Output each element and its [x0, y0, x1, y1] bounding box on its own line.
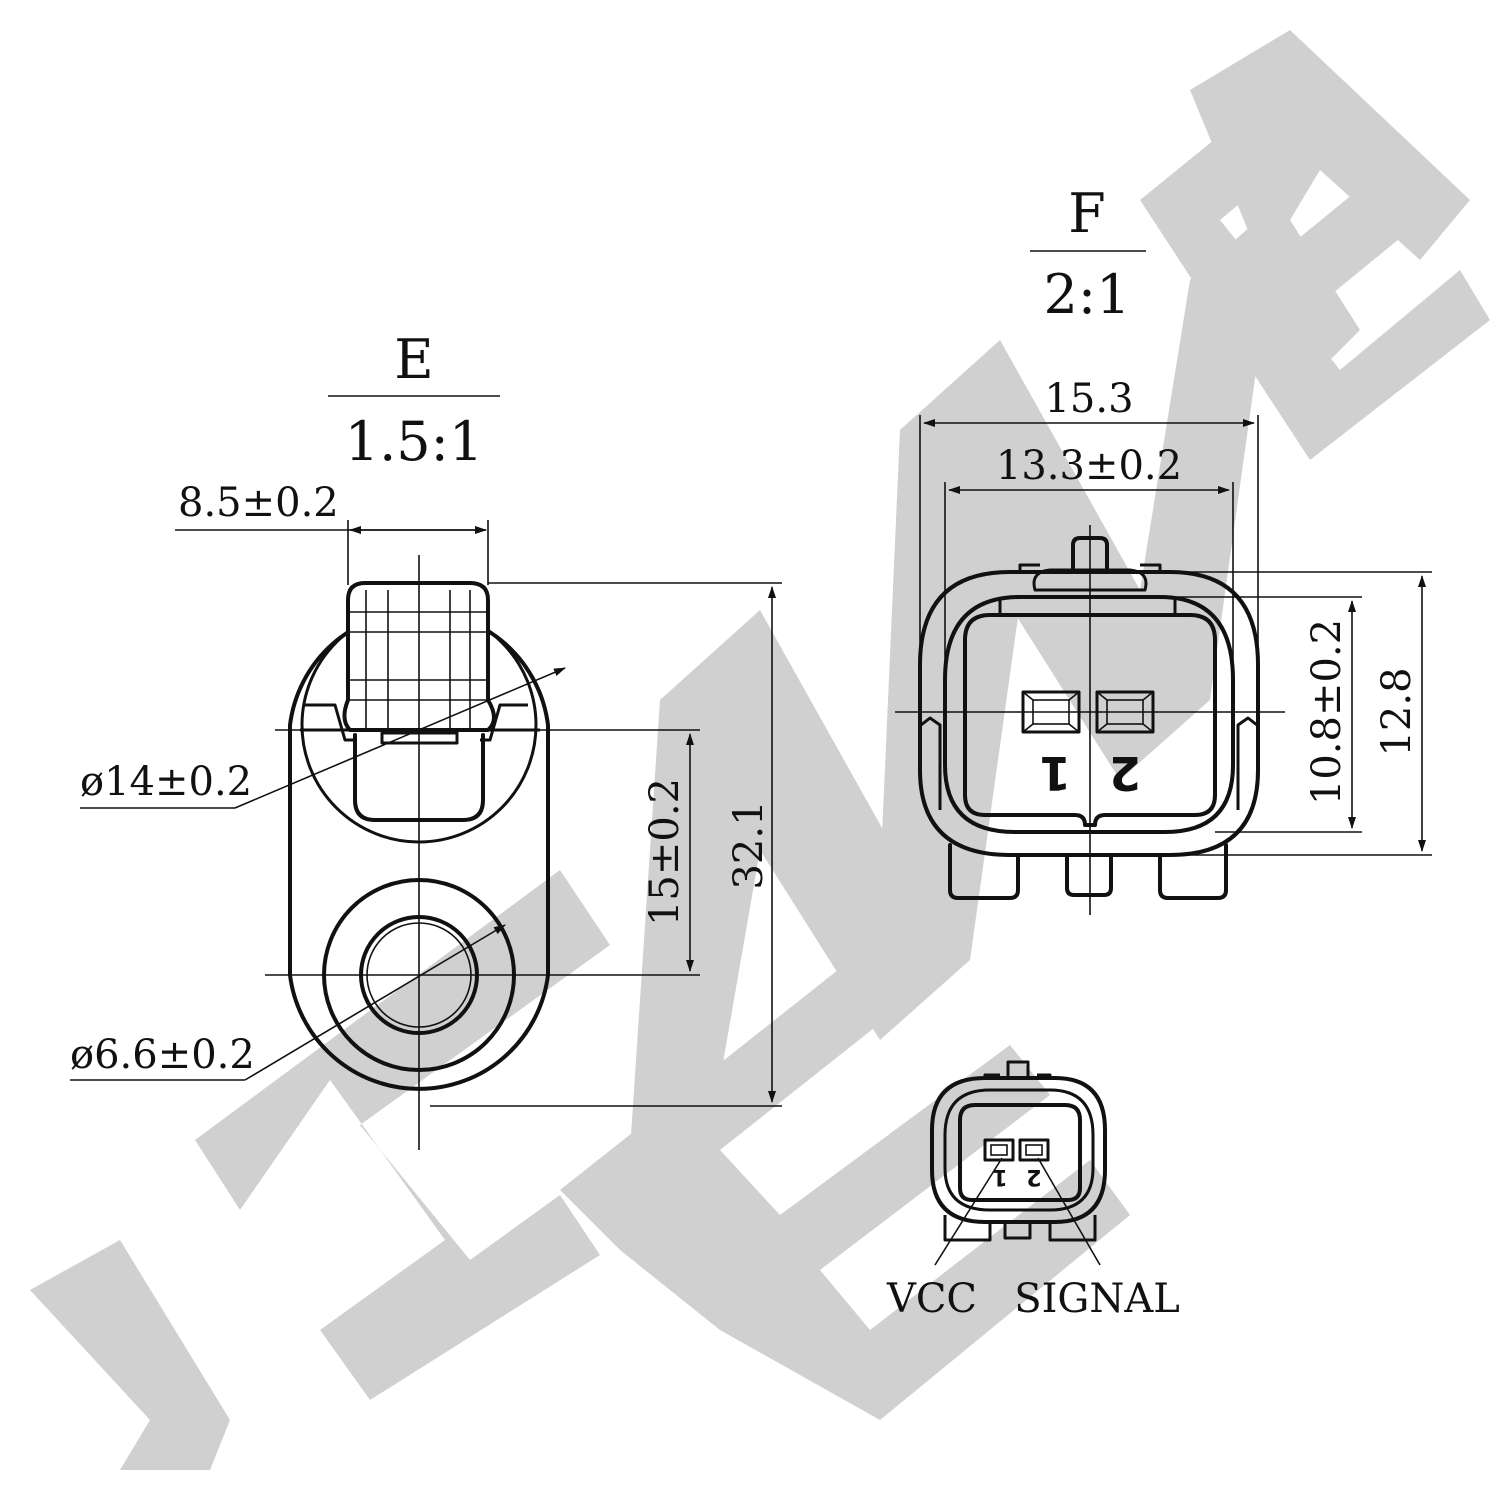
pinout-foot-center	[1003, 1222, 1032, 1240]
dim-hole-spacing: 15±0.2	[642, 778, 688, 926]
dim-overall-length: 32.1	[726, 800, 772, 889]
pinout-view: 1 2 VCC SIGNAL	[886, 1060, 1180, 1322]
pin-number-1: 1	[1039, 746, 1071, 800]
signal-leader	[1037, 1157, 1101, 1266]
pinout-foot-right	[1048, 1215, 1097, 1242]
pinout-foot-left	[943, 1215, 992, 1242]
watermark-letter-e	[560, 905, 1130, 1420]
dim-overall-width: 15.3	[1044, 376, 1133, 422]
pinout-housing-outer	[930, 1076, 1107, 1224]
pinout-pin-1	[983, 1138, 1015, 1162]
view-e-name: E	[394, 328, 433, 391]
dim-width: 8.5±0.2	[178, 480, 339, 526]
foot-right	[1158, 843, 1228, 900]
watermark-letter-k	[1190, 30, 1470, 380]
pinout-number-1: 1	[992, 1164, 1007, 1189]
dim-overall-height: 12.8	[1374, 667, 1420, 756]
dim-small-diameter: ø6.6±0.2	[70, 1032, 255, 1078]
housing-outer	[918, 570, 1260, 857]
side-lug-right	[1236, 716, 1258, 810]
watermark	[30, 30, 1490, 1470]
pinout-cavity	[958, 1103, 1082, 1202]
pin-number-2: 2	[1109, 746, 1141, 800]
foot-left	[948, 843, 1020, 900]
latch-tab-right	[1140, 563, 1162, 572]
vcc-leader	[934, 1157, 1003, 1266]
pinout-pin-2	[1018, 1138, 1050, 1162]
foot-center	[1065, 853, 1113, 897]
dim-inner-height: 10.8±0.2	[1304, 619, 1350, 805]
pinout-housing-shell	[943, 1088, 1095, 1212]
pinout-latch	[1006, 1060, 1030, 1078]
pinout-number-2: 2	[1026, 1164, 1041, 1189]
latch-tab-left	[1018, 563, 1040, 572]
watermark-chevron	[30, 1240, 230, 1470]
watermark-letter-z	[195, 870, 610, 1400]
view-f-scale: 2:1	[1044, 263, 1131, 326]
view-e-scale: 1.5:1	[345, 410, 483, 473]
view-f-name: F	[1068, 182, 1105, 245]
housing-shell	[943, 595, 1235, 834]
view-e: E 1.5:1	[70, 328, 782, 1150]
label-signal: SIGNAL	[1014, 1276, 1180, 1322]
connector-flange-left	[305, 703, 355, 742]
housing-cavity	[963, 613, 1217, 827]
label-vcc: VCC	[886, 1276, 977, 1322]
dim-inner-width: 13.3±0.2	[996, 443, 1182, 489]
dim-big-diameter: ø14±0.2	[80, 759, 252, 805]
side-lug-left	[920, 716, 942, 810]
view-f: F 2:1	[895, 182, 1432, 915]
